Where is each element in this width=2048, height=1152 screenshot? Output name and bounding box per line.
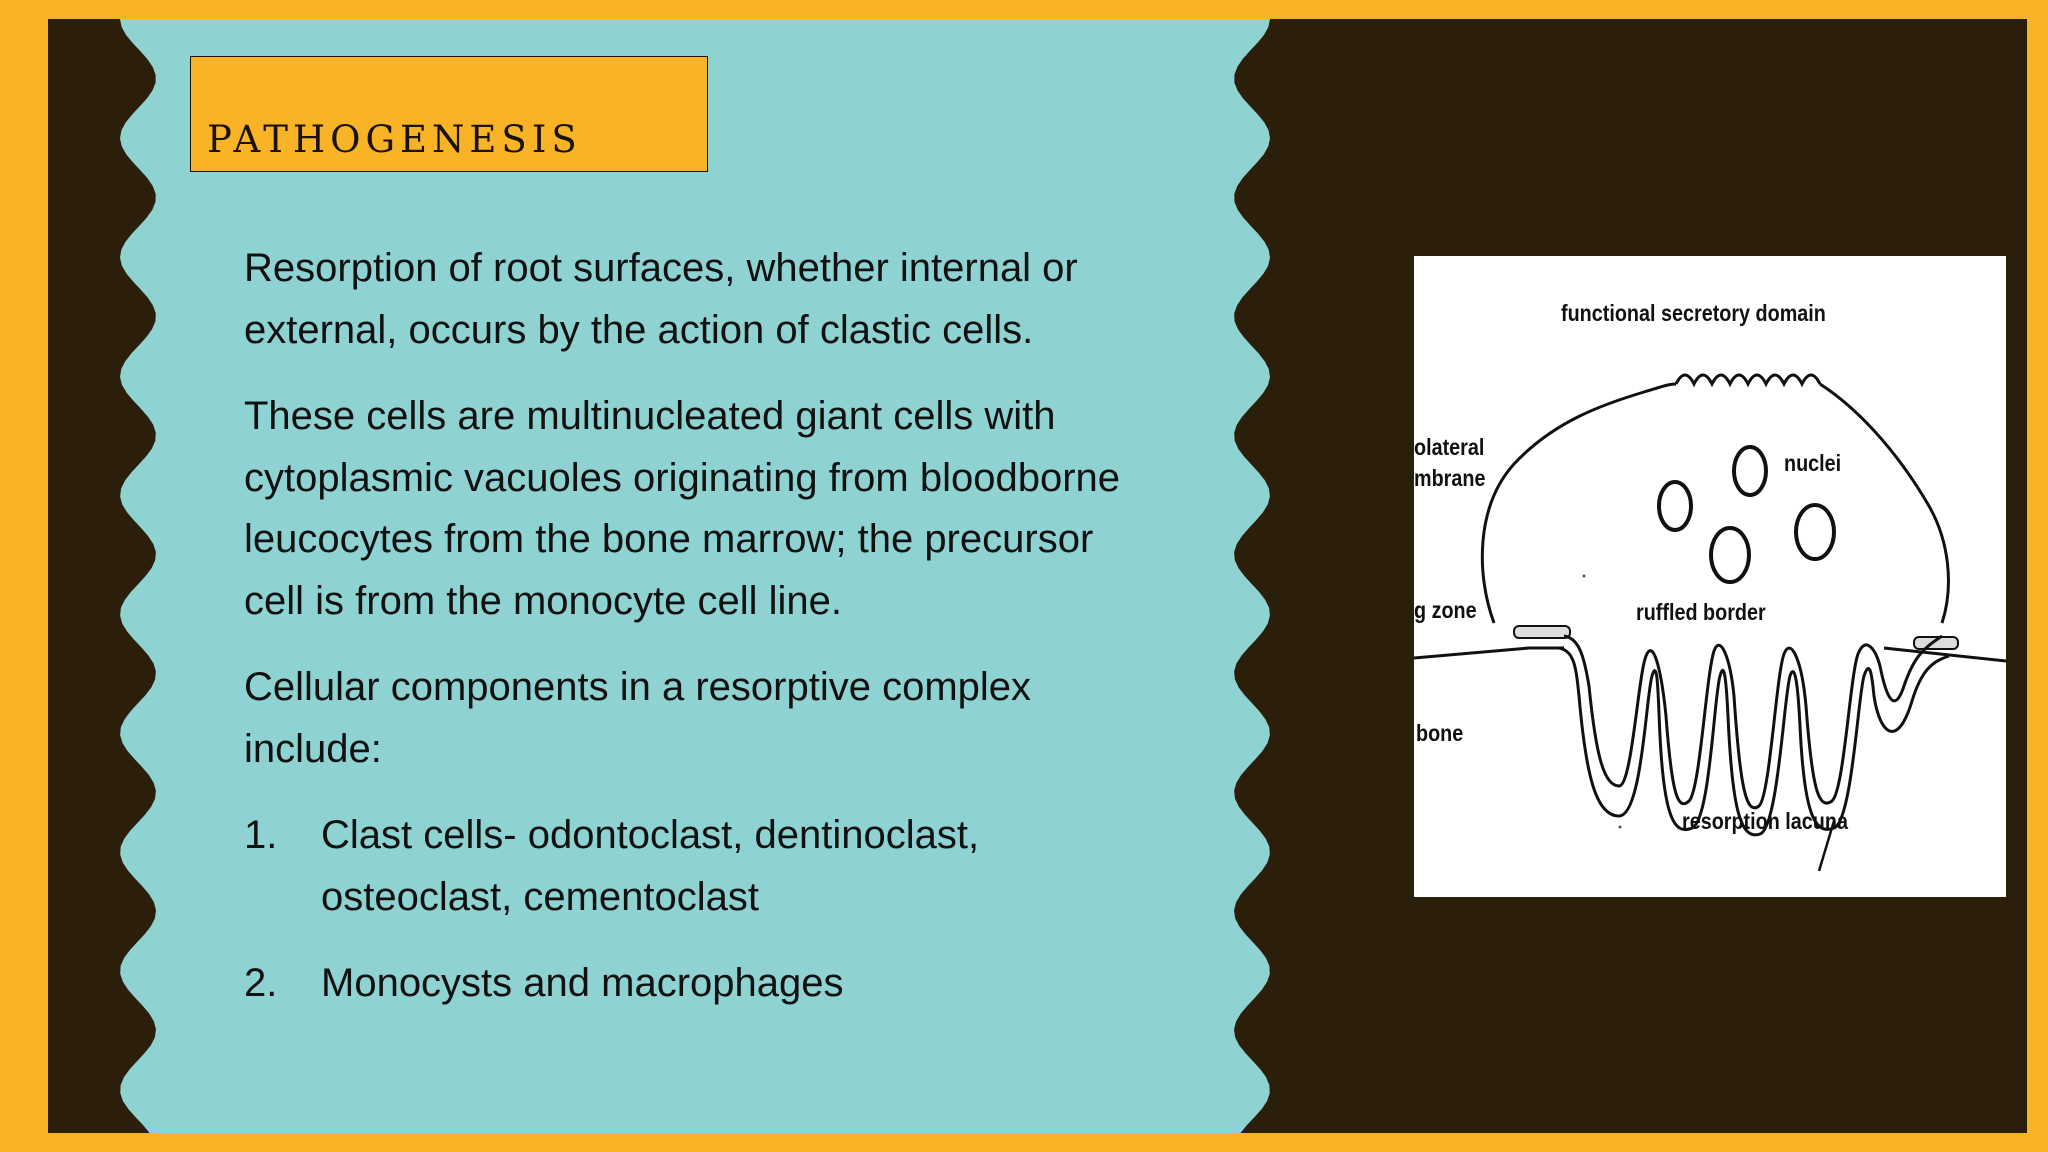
label-membrane: mbrane [1414,465,1486,491]
nucleus [1732,445,1768,497]
bone-surface-left [1414,646,1564,660]
speck [1582,574,1586,578]
list-number: 1. [244,813,278,857]
osteoclast-diagram: functional secretory domain olateral mbr… [1414,256,2006,897]
list-text: Monocysts and macrophages [321,961,844,1005]
label-basolateral: olateral [1414,434,1485,460]
list-number: 2. [244,961,278,1005]
label-sealing-zone: g zone [1414,597,1477,623]
paragraph: These cells are multinucleated giant cel… [244,394,1121,623]
lacuna-pointer [1817,820,1836,872]
list-item: 2. Monocysts and macrophages [244,953,1144,1015]
sealing-zone-left [1513,625,1571,639]
label-ruffled-border: ruffled border [1636,599,1766,625]
components-list: 1. Clast cells- odontoclast, dentinoclas… [244,805,1144,1015]
osteoclast-drawing [1414,373,2006,872]
list-item: 1. Clast cells- odontoclast, dentinoclas… [244,805,1144,928]
title-box: PATHOGENESIS [190,56,708,172]
content-body: Resorption of root surfaces, whether int… [244,238,1144,1040]
label-nuclei: nuclei [1784,450,1842,476]
secretory-domain-membrane [1674,373,1822,388]
page-title: PATHOGENESIS [207,118,582,161]
list-text: Clast cells- odontoclast, dentinoclast, … [321,813,980,919]
paragraph: Cellular components in a resorptive comp… [244,665,1032,771]
label-bone: bone [1416,720,1464,746]
bone-surface-right [1883,646,2006,663]
label-resorption-lacuna: resorption lacuna [1682,808,1848,834]
nucleus [1709,526,1751,584]
cell-membrane-right [1819,382,1950,624]
ruffled-border-inner [1563,634,1943,810]
sealing-zone-right [1913,636,1959,650]
label-secretory-domain: functional secretory domain [1561,300,1826,326]
speck [1618,825,1622,829]
cell-membrane-left [1480,382,1677,624]
paragraph: Resorption of root surfaces, whether int… [244,246,1078,352]
nucleus [1657,480,1693,532]
ruffled-border-outer [1558,646,1950,837]
nucleus [1794,503,1836,561]
